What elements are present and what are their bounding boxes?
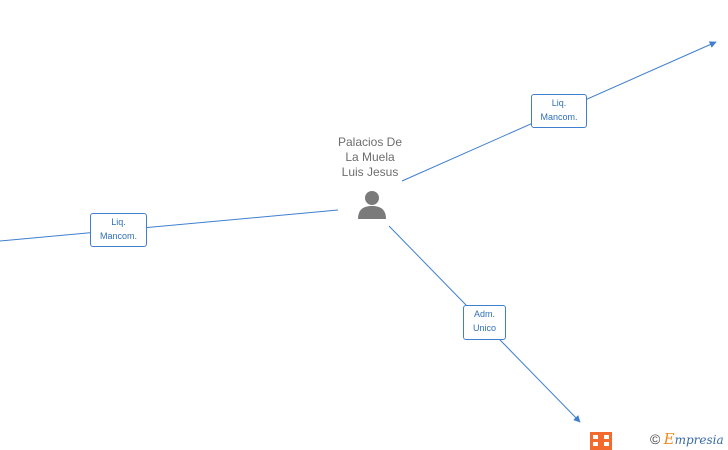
edge-label-line-1: Adm. bbox=[473, 309, 495, 319]
building-icon[interactable] bbox=[590, 432, 612, 450]
edge-label-line-1: Liq. bbox=[111, 217, 126, 227]
person-name-line-3: Luis Jesus bbox=[341, 165, 399, 179]
brand-name: mpresia bbox=[674, 433, 724, 447]
person-name-line-1: Palacios De bbox=[337, 135, 403, 149]
person-name[interactable]: Palacios De La Muela Luis Jesus bbox=[320, 135, 420, 180]
edge-label-line-2: Mancom. bbox=[99, 231, 137, 241]
edge-label-liq-mancom-1[interactable]: Liq. Mancom. bbox=[531, 94, 587, 128]
copyright-symbol: © bbox=[650, 431, 661, 447]
person-icon[interactable] bbox=[356, 190, 388, 220]
edge-label-adm-unico[interactable]: Adm. Unico bbox=[463, 305, 506, 340]
person-name-line-2: La Muela bbox=[345, 150, 395, 164]
edge-line-left bbox=[0, 209, 339, 242]
brand-initial: E bbox=[663, 430, 675, 448]
edge-label-line-1: Liq. bbox=[551, 98, 567, 108]
edge-label-line-2: Mancom. bbox=[540, 112, 578, 122]
edge-label-liq-mancom-2[interactable]: Liq. Mancom. bbox=[90, 213, 147, 247]
watermark: © Empresia bbox=[650, 430, 724, 448]
edge-label-line-2: Unico bbox=[472, 323, 496, 333]
